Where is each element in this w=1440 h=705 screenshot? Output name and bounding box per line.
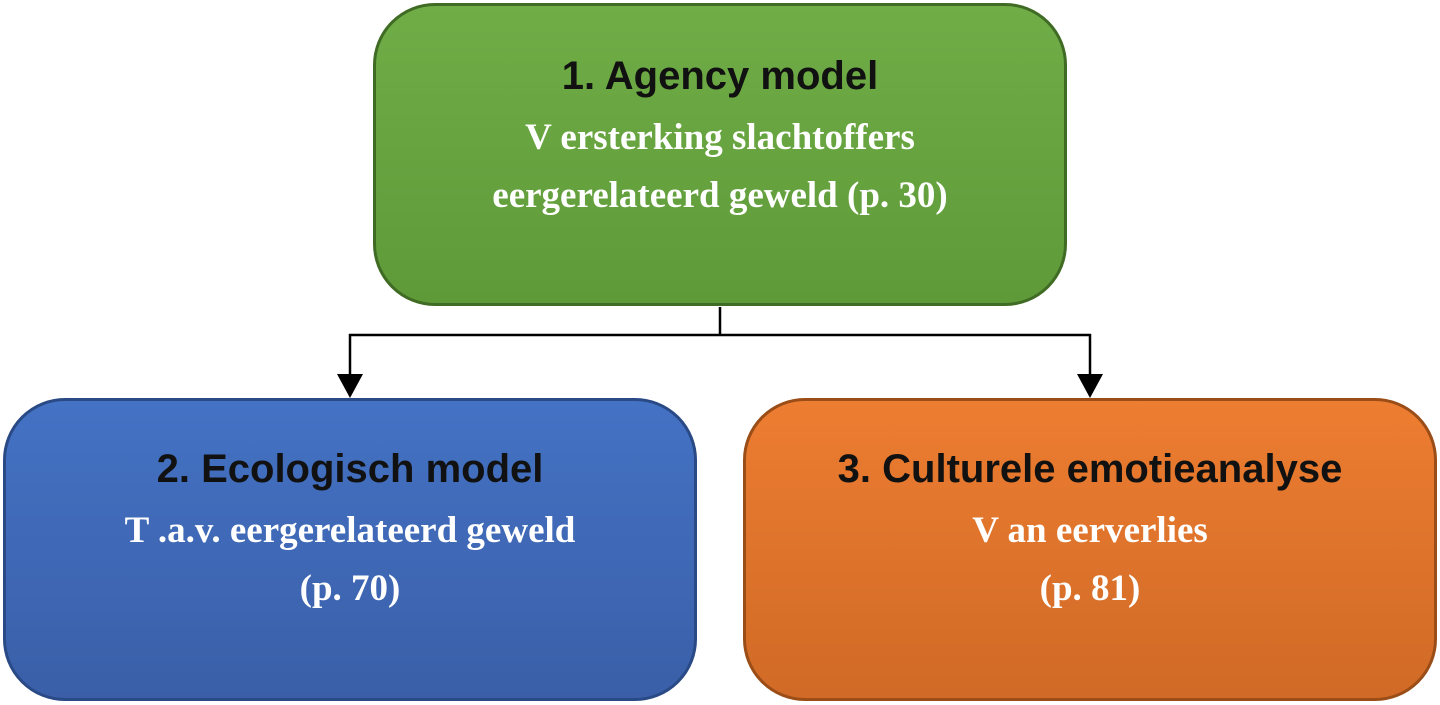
node-agency-model: 1. Agency model V ersterking slachtoffer…	[373, 3, 1067, 306]
node-body-line: eergerelateerd geweld (p. 30)	[492, 174, 948, 216]
node-culturele-emotieanalyse: 3. Culturele emotieanalyse V an eerverli…	[743, 398, 1437, 701]
node-body-line: V an eerverlies	[972, 509, 1208, 551]
node-body-line: (p. 70)	[299, 567, 401, 609]
node-body-line: V ersterking slachtoffers	[525, 116, 915, 158]
node-body-line: T .a.v. eergerelateerd geweld	[124, 509, 576, 551]
node-body-line: (p. 81)	[1039, 567, 1141, 609]
node-ecologisch-model: 2. Ecologisch model T .a.v. eergerelatee…	[3, 398, 697, 701]
arrowhead-culturele-emotieanalyse	[1077, 374, 1103, 398]
node-title: 2. Ecologisch model	[156, 446, 544, 491]
node-title: 1. Agency model	[561, 53, 879, 98]
node-title: 3. Culturele emotieanalyse	[837, 446, 1343, 491]
arrowhead-ecologisch-model	[337, 374, 363, 398]
